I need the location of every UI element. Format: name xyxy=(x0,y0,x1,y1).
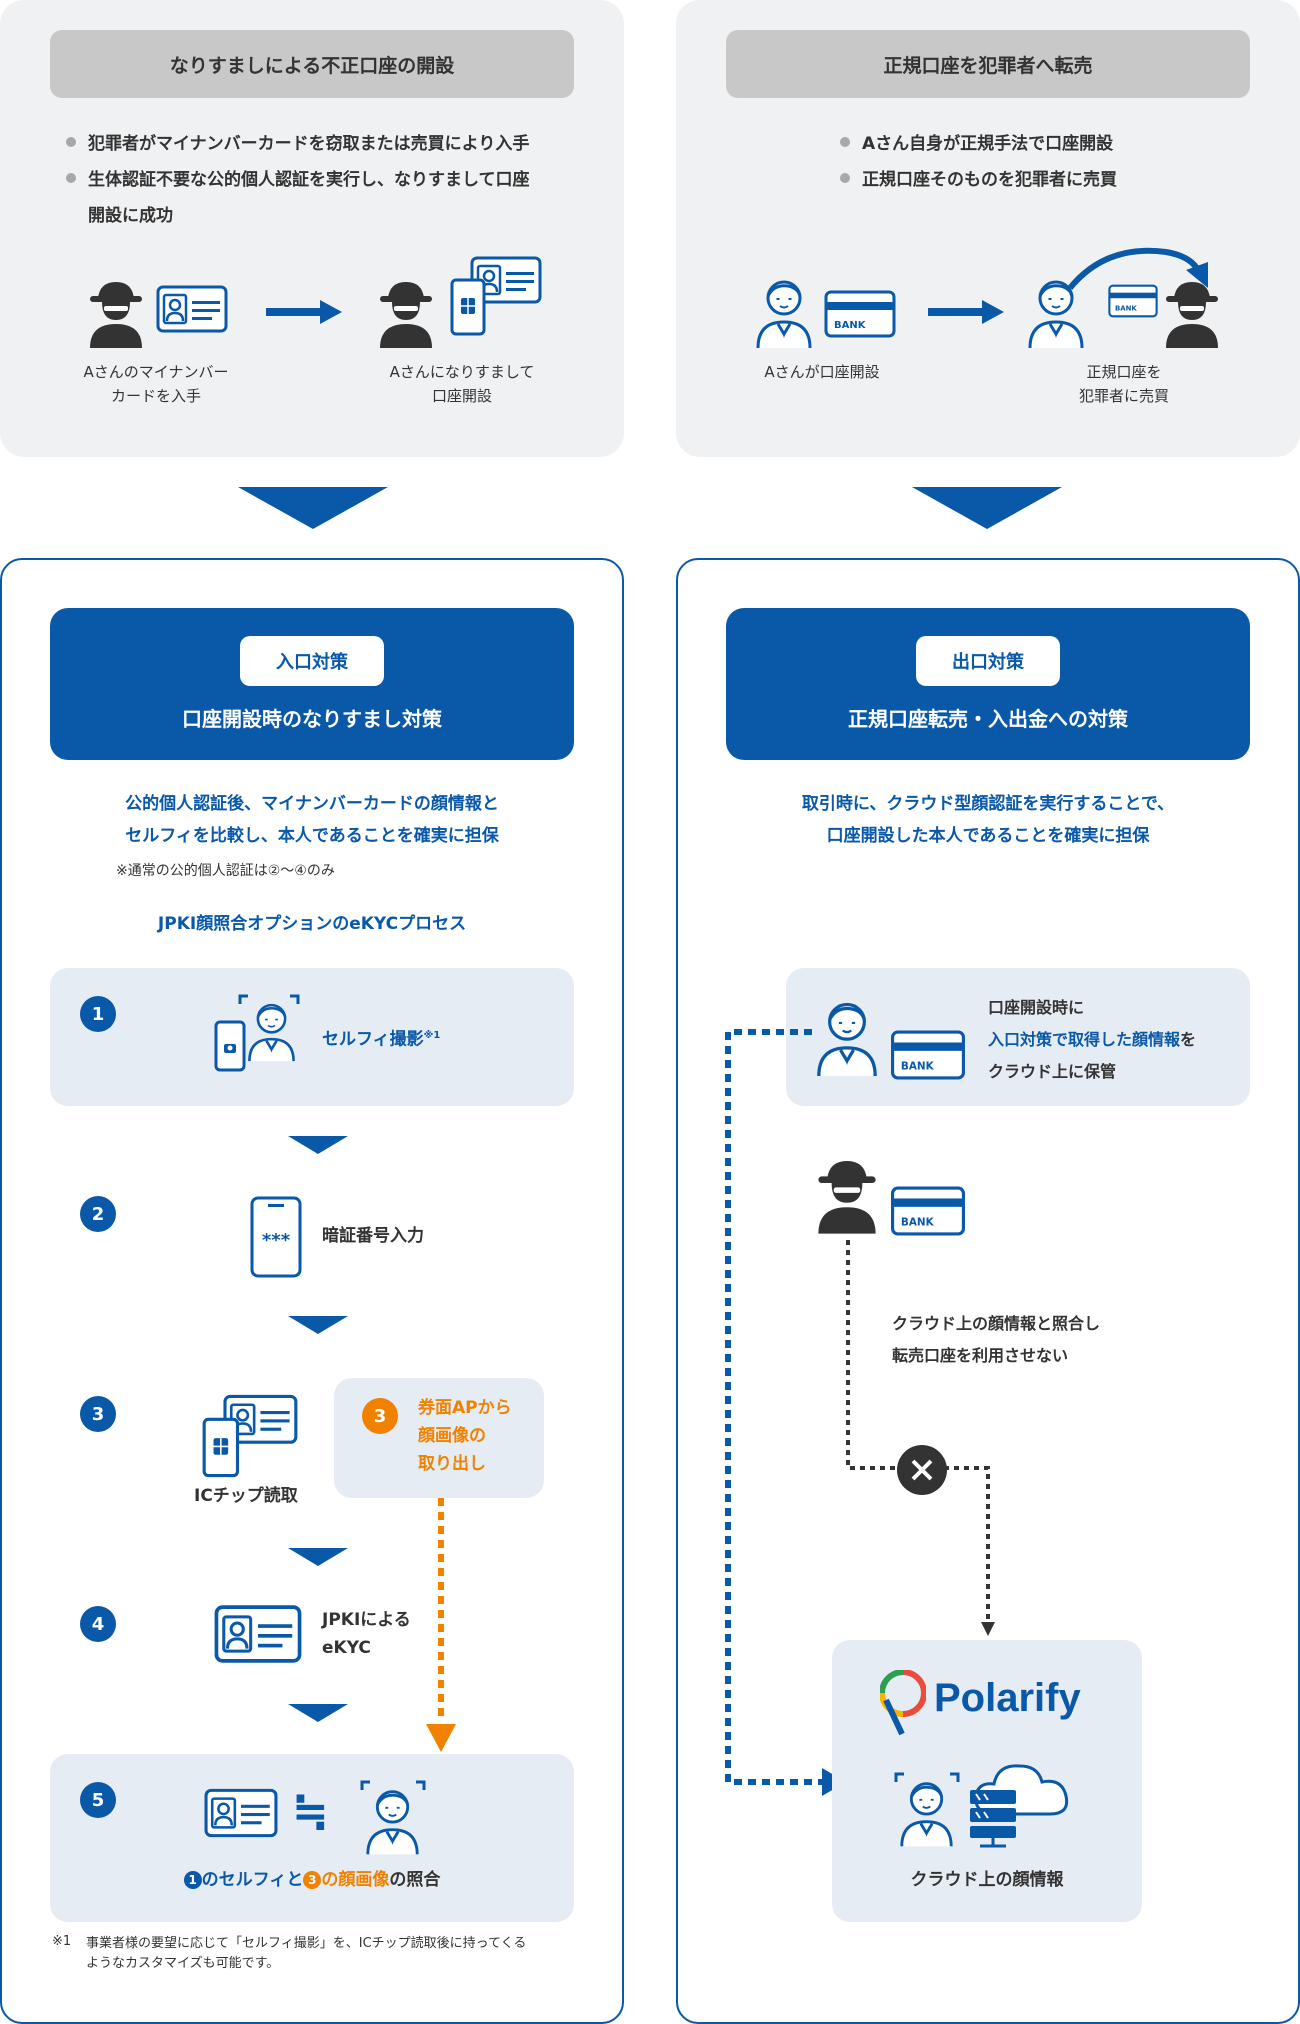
step-5-box xyxy=(50,1754,574,1922)
blocked-x-icon xyxy=(897,1445,947,1495)
entry-description: 公的個人認証後、マイナンバーカードの顔情報とセルフィを比較し、本人であることを確… xyxy=(125,794,499,846)
right-caption-2: 正規口座を犯罪者に売買 xyxy=(1078,363,1169,405)
step-5-number: 5 xyxy=(80,1782,116,1818)
cloud-server-icon xyxy=(970,1764,1069,1848)
curved-arrow-icon xyxy=(1067,247,1208,290)
entry-title: 口座開設時のなりすまし対策 xyxy=(182,707,442,731)
approx-equal-icon: ≒ xyxy=(292,1786,329,1837)
step-2-label: 暗証番号入力 xyxy=(322,1226,424,1246)
step-arrow-icon xyxy=(288,1548,348,1566)
exit-header: 出口対策 正規口座転売・入出金への対策 xyxy=(726,608,1250,760)
face-scan-icon xyxy=(360,1780,426,1855)
step-3-side-label: 券面APから顔画像の取り出し xyxy=(418,1398,512,1474)
step-1-label: セルフィ撮影※1 xyxy=(322,1029,441,1050)
storage-text: 口座開設時に 入口対策で取得した顔情報を クラウド上に保管 xyxy=(988,998,1197,1081)
check-text: クラウド上の顔情報と照合し転売口座を利用させない xyxy=(892,1314,1101,1365)
hacker-icon xyxy=(1162,276,1222,348)
step-2-number: 2 xyxy=(80,1196,116,1232)
left-caption-2: Aさんになりすまして口座開設 xyxy=(389,363,535,405)
card-compare-icon xyxy=(204,1788,278,1838)
storage-box xyxy=(786,968,1250,1106)
arrow-right-icon xyxy=(266,300,342,324)
cloud-caption: クラウド上の顔情報 xyxy=(910,1870,1064,1890)
exit-tag: 出口対策 xyxy=(916,636,1060,686)
hacker-icon xyxy=(376,276,436,348)
bank-card-icon xyxy=(824,290,896,338)
entry-header: 入口対策 口座開設時のなりすまし対策 xyxy=(50,608,574,760)
polarify-brand: Polarify xyxy=(934,1676,1081,1720)
left-problem-heading: なりすましによる不正口座の開設 xyxy=(50,30,574,98)
arrow-right-icon xyxy=(928,300,1004,324)
person-icon xyxy=(754,276,814,348)
left-problem-panel: なりすましによる不正口座の開設 犯罪者がマイナンバーカードを窃取または売買により… xyxy=(0,0,624,457)
left-caption-1: Aさんのマイナンバーカードを入手 xyxy=(83,363,229,405)
step-arrow-icon xyxy=(288,1704,348,1722)
left-bullet-2-cont: 開設に成功 xyxy=(88,206,173,226)
right-bullet-2: 正規口座そのものを犯罪者に売買 xyxy=(840,162,1117,198)
step-arrow-icon xyxy=(288,1316,348,1334)
footnote-mark: ※1 xyxy=(52,1934,72,1949)
pin-phone-icon: *** xyxy=(250,1196,302,1278)
ic-chip-icon xyxy=(200,1394,300,1478)
orange-dotted-arrow xyxy=(426,1498,456,1752)
jpki-card-icon xyxy=(214,1604,302,1664)
step-3-label: ICチップ読取 xyxy=(194,1486,298,1506)
hacker-icon xyxy=(86,276,146,348)
polarify-logo-icon xyxy=(880,1670,926,1736)
footnote: 事業者様の要望に応じて「セルフィ撮影」を、ICチップ読取後に持ってくるようなカス… xyxy=(86,1936,527,1971)
down-arrow-icon xyxy=(912,487,1062,529)
right-bullet-1: Aさん自身が正規手法で口座開設 xyxy=(840,126,1113,162)
right-caption-1: Aさんが口座開設 xyxy=(764,363,880,381)
right-problem-heading: 正規口座を犯罪者へ転売 xyxy=(726,30,1250,98)
entry-tag: 入口対策 xyxy=(240,636,384,686)
step-3-side-number: 3 xyxy=(362,1398,398,1434)
process-title: JPKI顔照合オプションのeKYCプロセス xyxy=(157,914,467,934)
face-scan-icon xyxy=(894,1772,960,1847)
step-5-ref-1: 1 xyxy=(183,1871,202,1889)
pin-mask: *** xyxy=(262,1230,291,1251)
step-1-number: 1 xyxy=(80,996,116,1032)
exit-description: 取引時に、クラウド型顔認証を実行することで、口座開設した本人であることを確実に担… xyxy=(801,794,1175,846)
phone-card-icon xyxy=(448,256,544,336)
selfie-phone-icon xyxy=(214,994,300,1072)
left-bullet-1: 犯罪者がマイナンバーカードを窃取または売買により入手 xyxy=(66,126,529,162)
id-card-icon xyxy=(156,285,228,333)
step-3-number: 3 xyxy=(80,1396,116,1432)
step-3-side-box xyxy=(334,1378,544,1498)
step-arrow-icon xyxy=(288,1136,348,1154)
step-4-number: 4 xyxy=(80,1606,116,1642)
entry-note: ※通常の公的個人認証は②〜④のみ xyxy=(116,863,335,879)
left-bullet-2: 生体認証不要な公的個人認証を実行し、なりすまして口座 xyxy=(66,162,530,198)
right-problem-panel: 正規口座を犯罪者へ転売 Aさん自身が正規手法で口座開設 正規口座そのものを犯罪者… xyxy=(676,0,1300,457)
down-arrow-icon xyxy=(238,487,388,529)
exit-title: 正規口座転売・入出金への対策 xyxy=(848,707,1128,731)
step-1-box xyxy=(50,968,574,1106)
step-5-ref-3: 3 xyxy=(303,1871,322,1889)
